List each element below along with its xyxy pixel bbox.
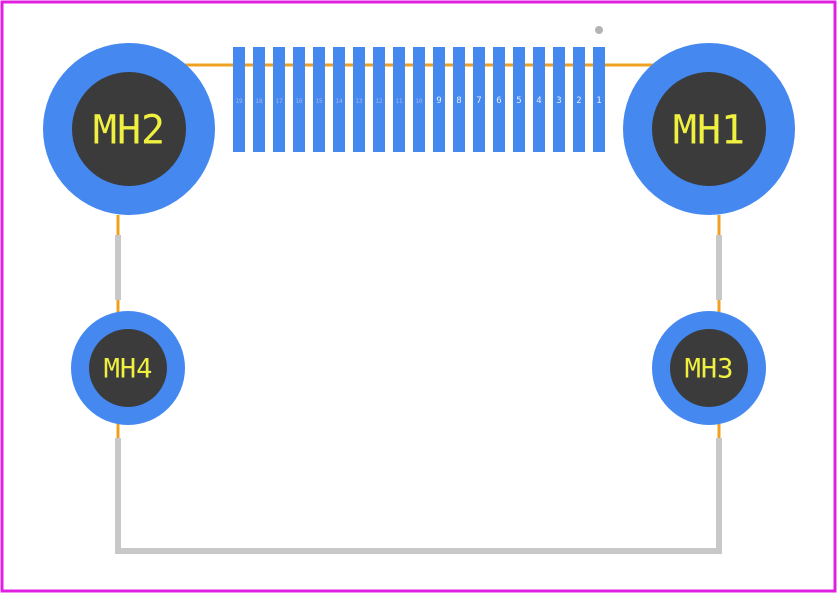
mounting-hole-mh4: MH4 — [71, 311, 185, 425]
pad-8 — [453, 47, 465, 152]
pad-4 — [533, 47, 545, 152]
pad-17-number: 17 — [275, 98, 283, 105]
pad-11-number: 11 — [395, 98, 403, 105]
pad-12 — [373, 47, 385, 152]
pad-6-number: 6 — [496, 96, 501, 106]
pad-16 — [293, 47, 305, 152]
pad-1 — [593, 47, 605, 152]
pad-4-number: 4 — [536, 96, 541, 106]
pad-12-number: 12 — [375, 98, 383, 105]
pad-10 — [413, 47, 425, 152]
pad-15 — [313, 47, 325, 152]
pad-6 — [493, 47, 505, 152]
pad-1-number: 1 — [596, 96, 601, 106]
pad-2-number: 2 — [576, 96, 581, 106]
mh3-drill-hole — [670, 329, 748, 407]
pad-13-number: 13 — [355, 98, 363, 105]
pad-2 — [573, 47, 585, 152]
pad-18 — [253, 47, 265, 152]
pad-3 — [553, 47, 565, 152]
pad-3-number: 3 — [556, 96, 561, 106]
pad-17 — [273, 47, 285, 152]
pad-11 — [393, 47, 405, 152]
mounting-hole-mh3: MH3 — [652, 311, 766, 425]
pad-18-number: 18 — [255, 98, 263, 105]
pin1-marker-dot — [595, 26, 603, 34]
pad-7 — [473, 47, 485, 152]
mounting-hole-mh1: MH1 — [623, 43, 795, 215]
pad-19 — [233, 47, 245, 152]
pad-13 — [353, 47, 365, 152]
pad-10-number: 10 — [415, 98, 423, 105]
mh4-drill-hole — [89, 329, 167, 407]
pad-8-number: 8 — [456, 96, 461, 106]
pad-19-number: 19 — [235, 98, 243, 105]
pad-14-number: 14 — [335, 98, 343, 105]
mh4-label: MH4 — [104, 354, 153, 385]
mounting-hole-mh2: MH2 — [43, 43, 215, 215]
pad-5-number: 5 — [516, 96, 521, 106]
pad-5 — [513, 47, 525, 152]
pad-16-number: 16 — [295, 98, 303, 105]
pad-9-number: 9 — [436, 96, 441, 106]
bottom-courtyard — [115, 438, 722, 554]
mh2-drill-hole — [72, 72, 186, 186]
mh1-drill-hole — [652, 72, 766, 186]
pad-9 — [433, 47, 445, 152]
mh1-label: MH1 — [673, 107, 745, 153]
pad-15-number: 15 — [315, 98, 323, 105]
mh2-label: MH2 — [93, 107, 165, 153]
pad-14 — [333, 47, 345, 152]
mh3-label: MH3 — [685, 354, 734, 385]
pad-7-number: 7 — [476, 96, 481, 106]
